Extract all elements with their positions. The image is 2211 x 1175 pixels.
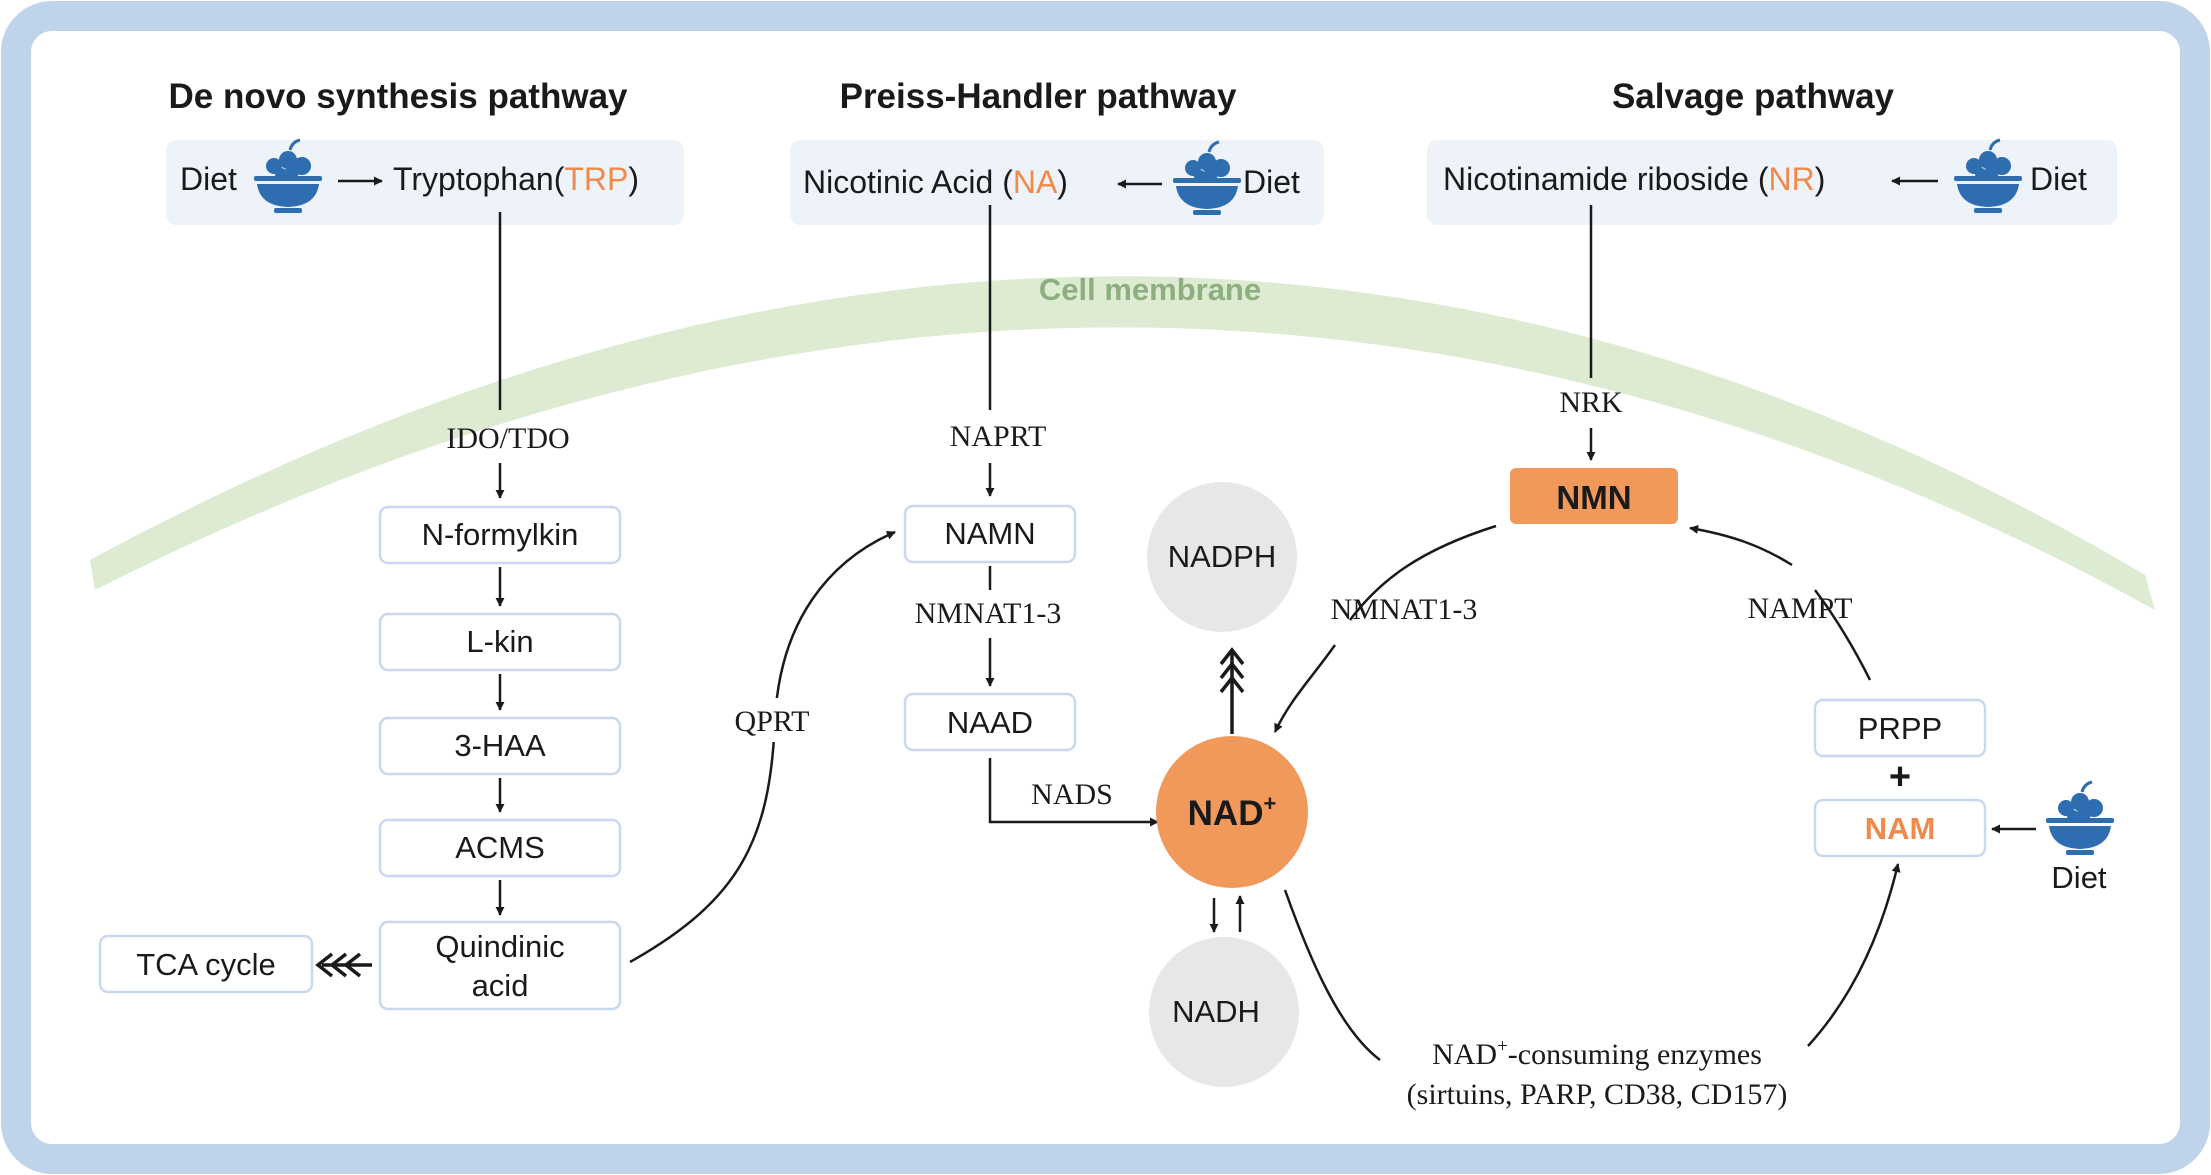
enzyme-ido-tdo: IDO/TDO: [446, 422, 569, 455]
nadh-node: NADH: [1149, 937, 1299, 1087]
naad-box: NAAD: [903, 692, 1077, 752]
cell-membrane-label: Cell membrane: [1039, 272, 1261, 307]
diet-label-nam: Diet: [2051, 860, 2107, 895]
plus-sign: +: [1889, 756, 1911, 798]
enzyme-nmnat-preiss: NMNAT1-3: [915, 597, 1062, 630]
enzyme-qprt: QPRT: [735, 705, 810, 738]
svg-text:N-formylkin: N-formylkin: [422, 517, 579, 552]
source-box-salvage: [1427, 140, 2117, 225]
quinolinic-acid-box: Quindinic acid: [378, 920, 622, 1011]
nad-node: NAD+: [1156, 736, 1308, 888]
tca-cycle-box: TCA cycle: [98, 934, 314, 994]
svg-text:L-kin: L-kin: [466, 624, 533, 659]
svg-text:NADPH: NADPH: [1168, 539, 1277, 574]
denovo-step-1: N-formylkin: [378, 505, 622, 565]
enzyme-nads: NADS: [1031, 778, 1113, 811]
nadph-node: NADPH: [1147, 482, 1297, 632]
nmn-box: NMN: [1510, 468, 1678, 524]
svg-text:Quindinic: Quindinic: [435, 929, 564, 964]
heading-denovo: De novo synthesis pathway: [168, 77, 628, 116]
prpp-box: PRPP: [1813, 698, 1987, 758]
triple-arrow-to-nadph: [1219, 647, 1245, 734]
diet-label-preiss: Diet: [1243, 164, 1300, 200]
namn-box: NAMN: [903, 504, 1077, 564]
diet-label-salvage: Diet: [2030, 161, 2087, 197]
denovo-step-3: 3-HAA: [378, 716, 622, 776]
tryptophan-label: Tryptophan(TRP): [393, 161, 639, 197]
cell-membrane: [90, 276, 2155, 610]
svg-text:NMN: NMN: [1556, 479, 1631, 516]
svg-text:PRPP: PRPP: [1858, 711, 1942, 746]
triple-arrow-to-tca: [315, 952, 372, 978]
denovo-step-4: ACMS: [378, 818, 622, 878]
enzyme-nampt: NAMPT: [1747, 592, 1852, 625]
svg-text:acid: acid: [472, 968, 529, 1003]
diet-label-denovo: Diet: [180, 161, 237, 197]
nam-box: NAM: [1813, 798, 1987, 858]
heading-salvage: Salvage pathway: [1612, 77, 1895, 116]
enzyme-naprt: NAPRT: [950, 420, 1047, 453]
heading-preiss-handler: Preiss-Handler pathway: [840, 77, 1237, 116]
nad-consuming-line1: NAD+-consuming enzymes: [1432, 1036, 1762, 1071]
nicotinamide-riboside-label: Nicotinamide riboside (NR): [1443, 161, 1825, 197]
svg-text:NADH: NADH: [1172, 994, 1260, 1029]
denovo-step-2: L-kin: [378, 612, 622, 672]
svg-text:NAD+: NAD+: [1188, 791, 1277, 833]
svg-text:NAAD: NAAD: [947, 705, 1033, 740]
enzyme-nrk: NRK: [1559, 386, 1623, 419]
svg-text:NAM: NAM: [1865, 811, 1936, 846]
nad-consuming-line2: (sirtuins, PARP, CD38, CD157): [1407, 1078, 1788, 1111]
svg-text:TCA cycle: TCA cycle: [136, 947, 276, 982]
nicotinic-acid-label: Nicotinic Acid (NA): [803, 164, 1068, 200]
enzyme-nmnat-salvage: NMNAT1-3: [1331, 593, 1478, 626]
svg-text:3-HAA: 3-HAA: [454, 728, 546, 763]
svg-text:ACMS: ACMS: [455, 830, 545, 865]
svg-text:NAMN: NAMN: [944, 516, 1035, 551]
